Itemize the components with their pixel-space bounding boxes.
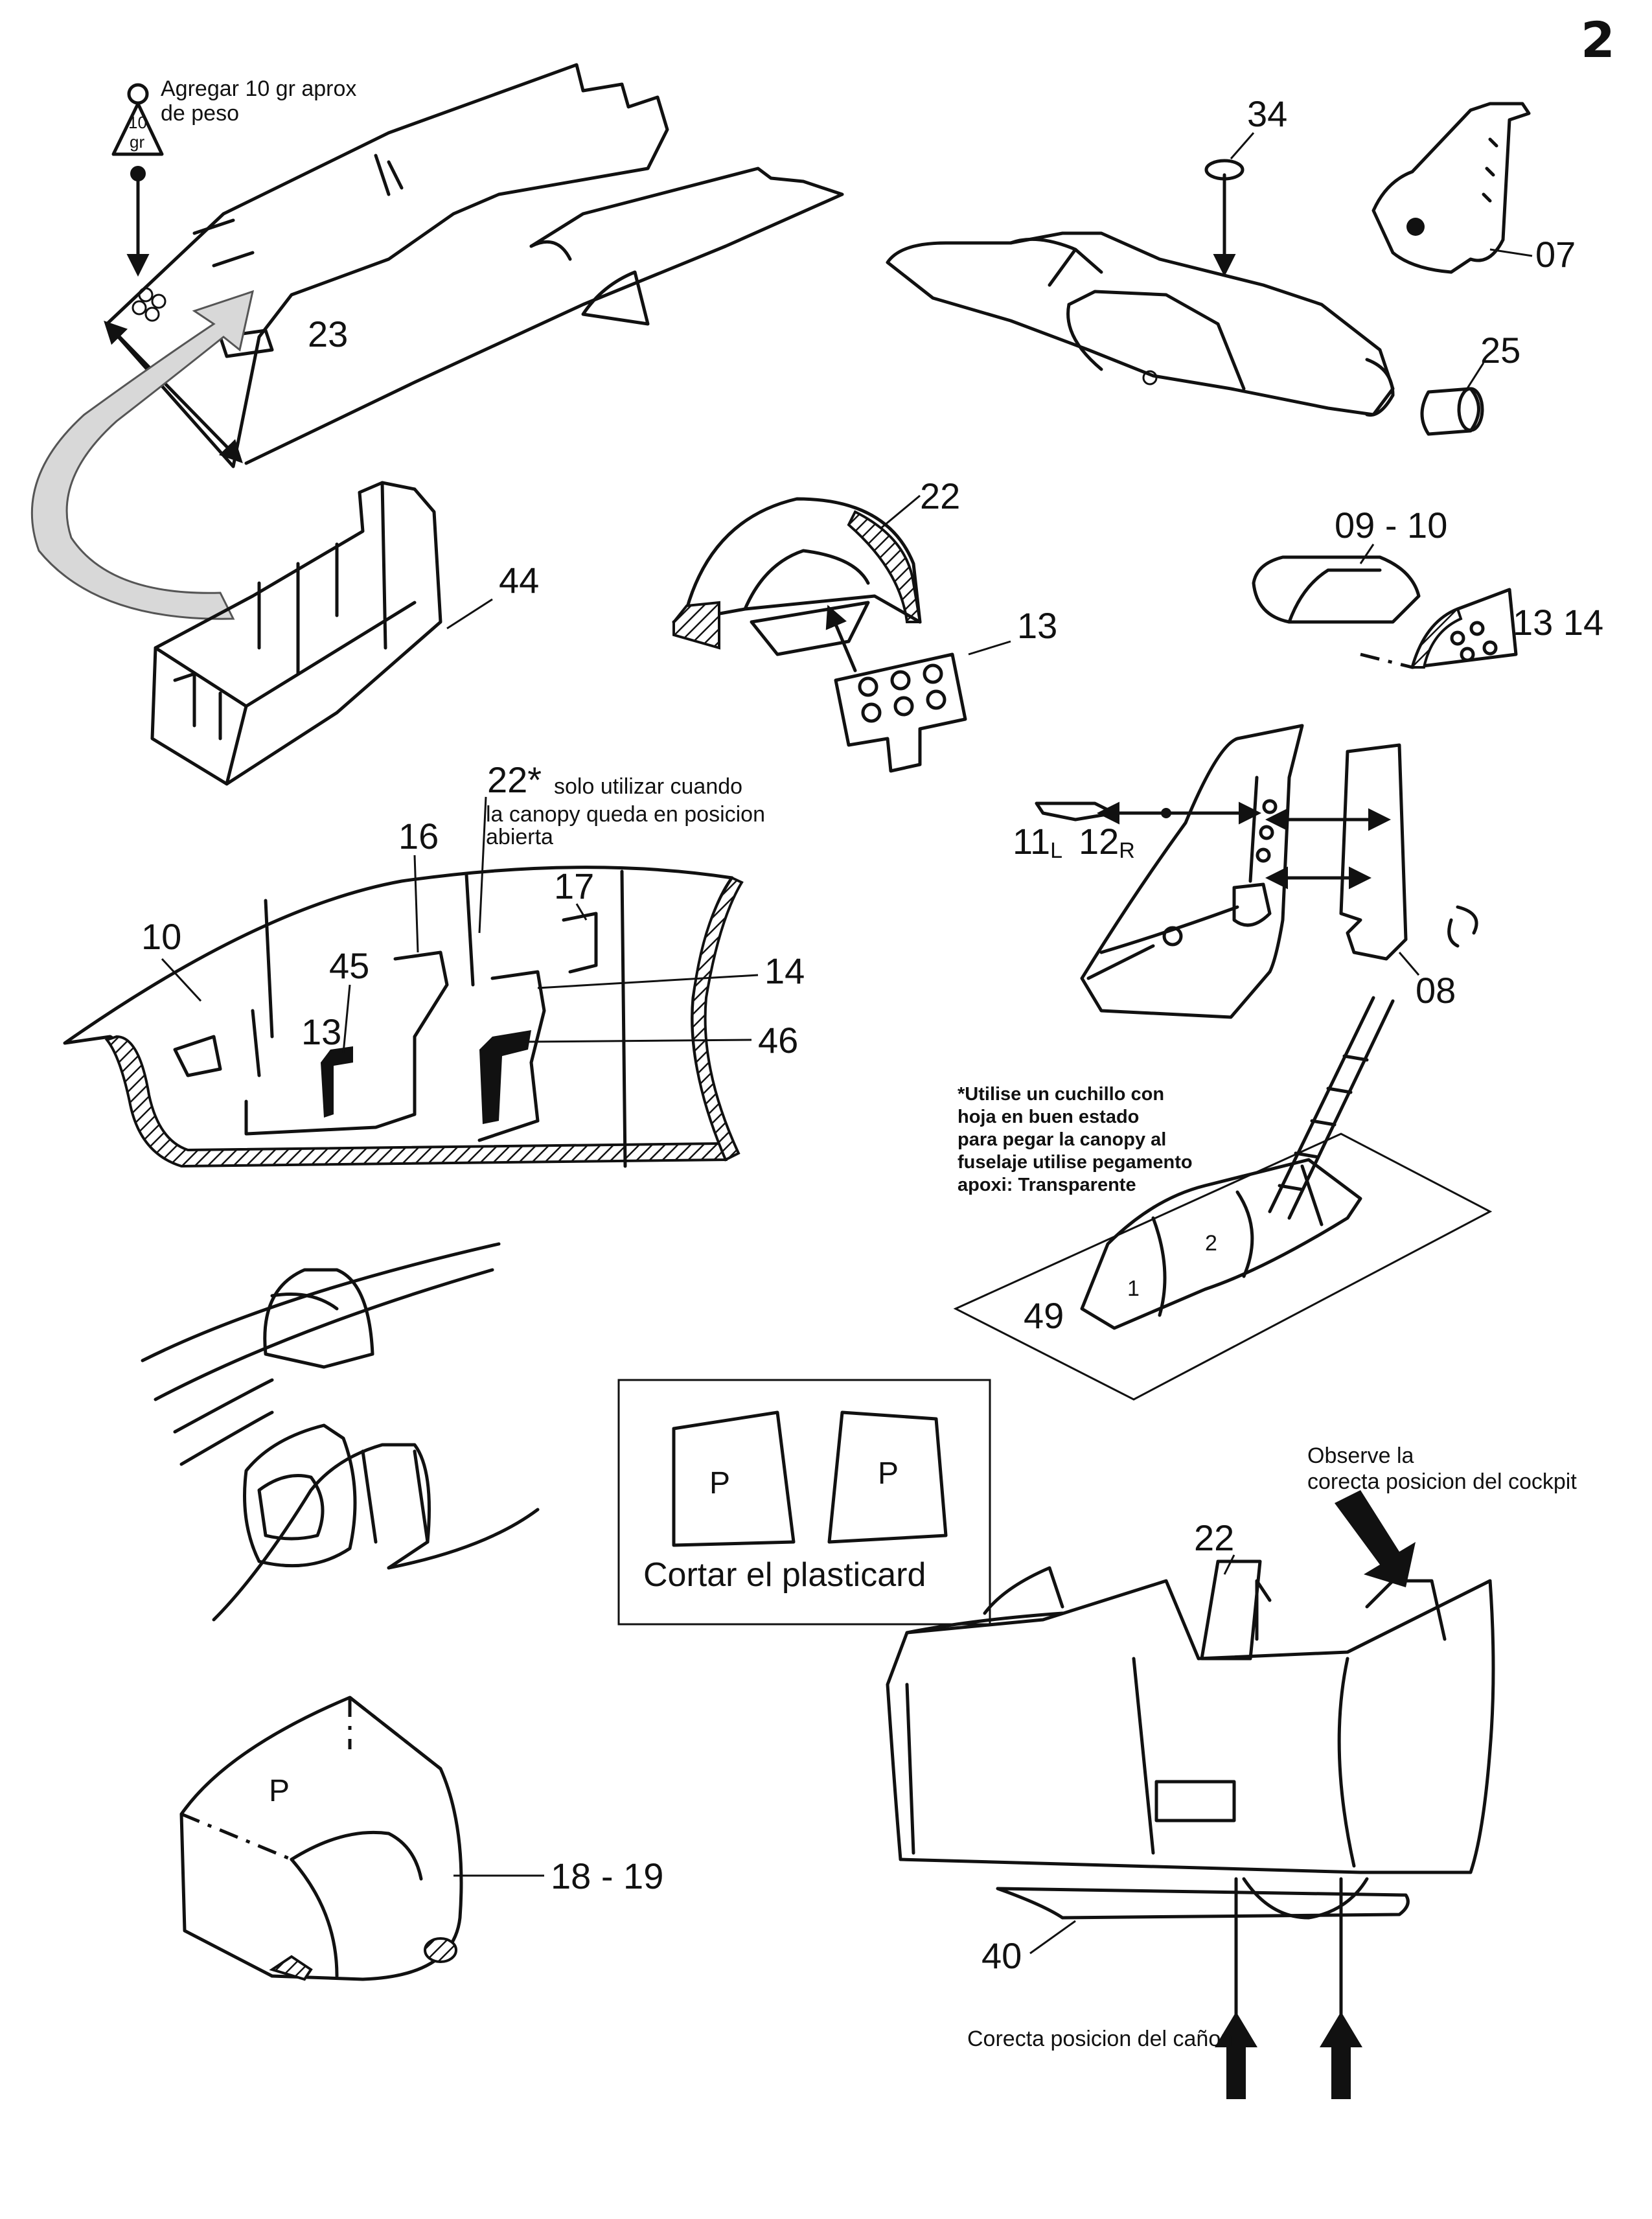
canopy-49: 1 2 (953, 996, 1493, 1401)
knife-note-line-3: para pegar la canopy al (958, 1129, 1166, 1150)
cockpit-note-line-1: Observe la (1307, 1443, 1414, 1468)
page-number: 2 (1581, 11, 1615, 69)
weight-mark-unit: gr (130, 132, 144, 152)
knife-note-line-4: fuselaje utilise pegamento (958, 1152, 1193, 1173)
console-09-10 (1252, 555, 1421, 624)
part-22-star-label: 22* (487, 759, 542, 800)
tail-fin-07 (1371, 102, 1531, 274)
seat-number-2: 2 (1205, 1231, 1217, 1256)
insert-arrow (30, 290, 255, 620)
part-16-label: 16 (398, 816, 439, 857)
part-40-label: 40 (981, 1935, 1022, 1976)
part-17-label: 17 (554, 866, 594, 906)
plasticard-box: P P Cortar el plasticard (617, 1379, 991, 1626)
canopy-note-line-2: la canopy queda en posicion (486, 802, 765, 827)
part-14-label: 14 (764, 950, 805, 991)
part-23-label: 23 (308, 314, 348, 354)
cockpit-note-line-2: corecta posicion del cockpit (1307, 1469, 1577, 1494)
cockpit-pointer-arrow (1335, 1490, 1416, 1587)
seat-number-1: 1 (1127, 1276, 1140, 1301)
part-49-label: 49 (1024, 1295, 1064, 1336)
weight-mark-value: 10 (128, 113, 147, 132)
canopy-note-line-3: abierta (486, 825, 553, 849)
intake-closeup (141, 1242, 540, 1622)
part-13-label: 13 (1017, 605, 1057, 646)
part-22-nose-label: 22 (1194, 1517, 1234, 1558)
knife-note-line-2: hoja en buen estado (958, 1107, 1139, 1127)
fuselage-half-assembly (104, 63, 844, 468)
plasticard-caption: Cortar el plasticard (643, 1556, 926, 1594)
plasticard-mark-1: P (709, 1466, 730, 1500)
part-18-19-label: 18 - 19 (551, 1856, 663, 1896)
part-34-label: 34 (1247, 93, 1287, 134)
instrument-panel-13 (834, 652, 967, 773)
intake-part-18-19: P (179, 1696, 463, 1981)
part-45-label: 45 (329, 945, 369, 986)
part-12-label: 12R (1079, 821, 1135, 863)
intake-p-mark: P (269, 1774, 290, 1808)
part-25-label: 25 (1480, 330, 1520, 371)
part-08-label: 08 (1416, 970, 1456, 1011)
part-13-14-label: 13 14 (1513, 602, 1603, 643)
canopy-frame-22 (672, 497, 922, 673)
part-07-label: 07 (1535, 234, 1576, 275)
cockpit-tub-44 (150, 481, 442, 786)
part-09-10-label: 09 - 10 (1335, 505, 1447, 546)
plasticard-mark-2: P (878, 1456, 899, 1491)
exhaust-25 (1420, 387, 1484, 436)
weight-note-line-2: de peso (161, 101, 239, 126)
console-13-14 (1410, 588, 1518, 669)
weight-icon: 10 gr (111, 83, 164, 277)
cannon-note: Corecta posicion del cañon (967, 2027, 1233, 2051)
part-10-label: 10 (141, 916, 181, 957)
canopy-note-line-1: solo utilizar cuando (554, 774, 742, 799)
weight-note-line-1: Agregar 10 gr aprox (161, 76, 356, 101)
part-44-label: 44 (499, 560, 539, 601)
part-46-label: 46 (758, 1020, 798, 1061)
part-11-label: 11L (1013, 821, 1062, 863)
knife-note-line-1: *Utilise un cuchillo con (958, 1084, 1164, 1105)
aircraft-side-view (886, 159, 1395, 417)
part-13-cutaway-label: 13 (301, 1011, 341, 1052)
nose-section (886, 1559, 1495, 2099)
vertical-fin-assembly (1035, 724, 1478, 1019)
cockpit-cutaway (63, 866, 744, 1168)
knife-note-line-5: apoxi: Transparente (958, 1175, 1136, 1195)
part-22-label: 22 (920, 476, 960, 516)
